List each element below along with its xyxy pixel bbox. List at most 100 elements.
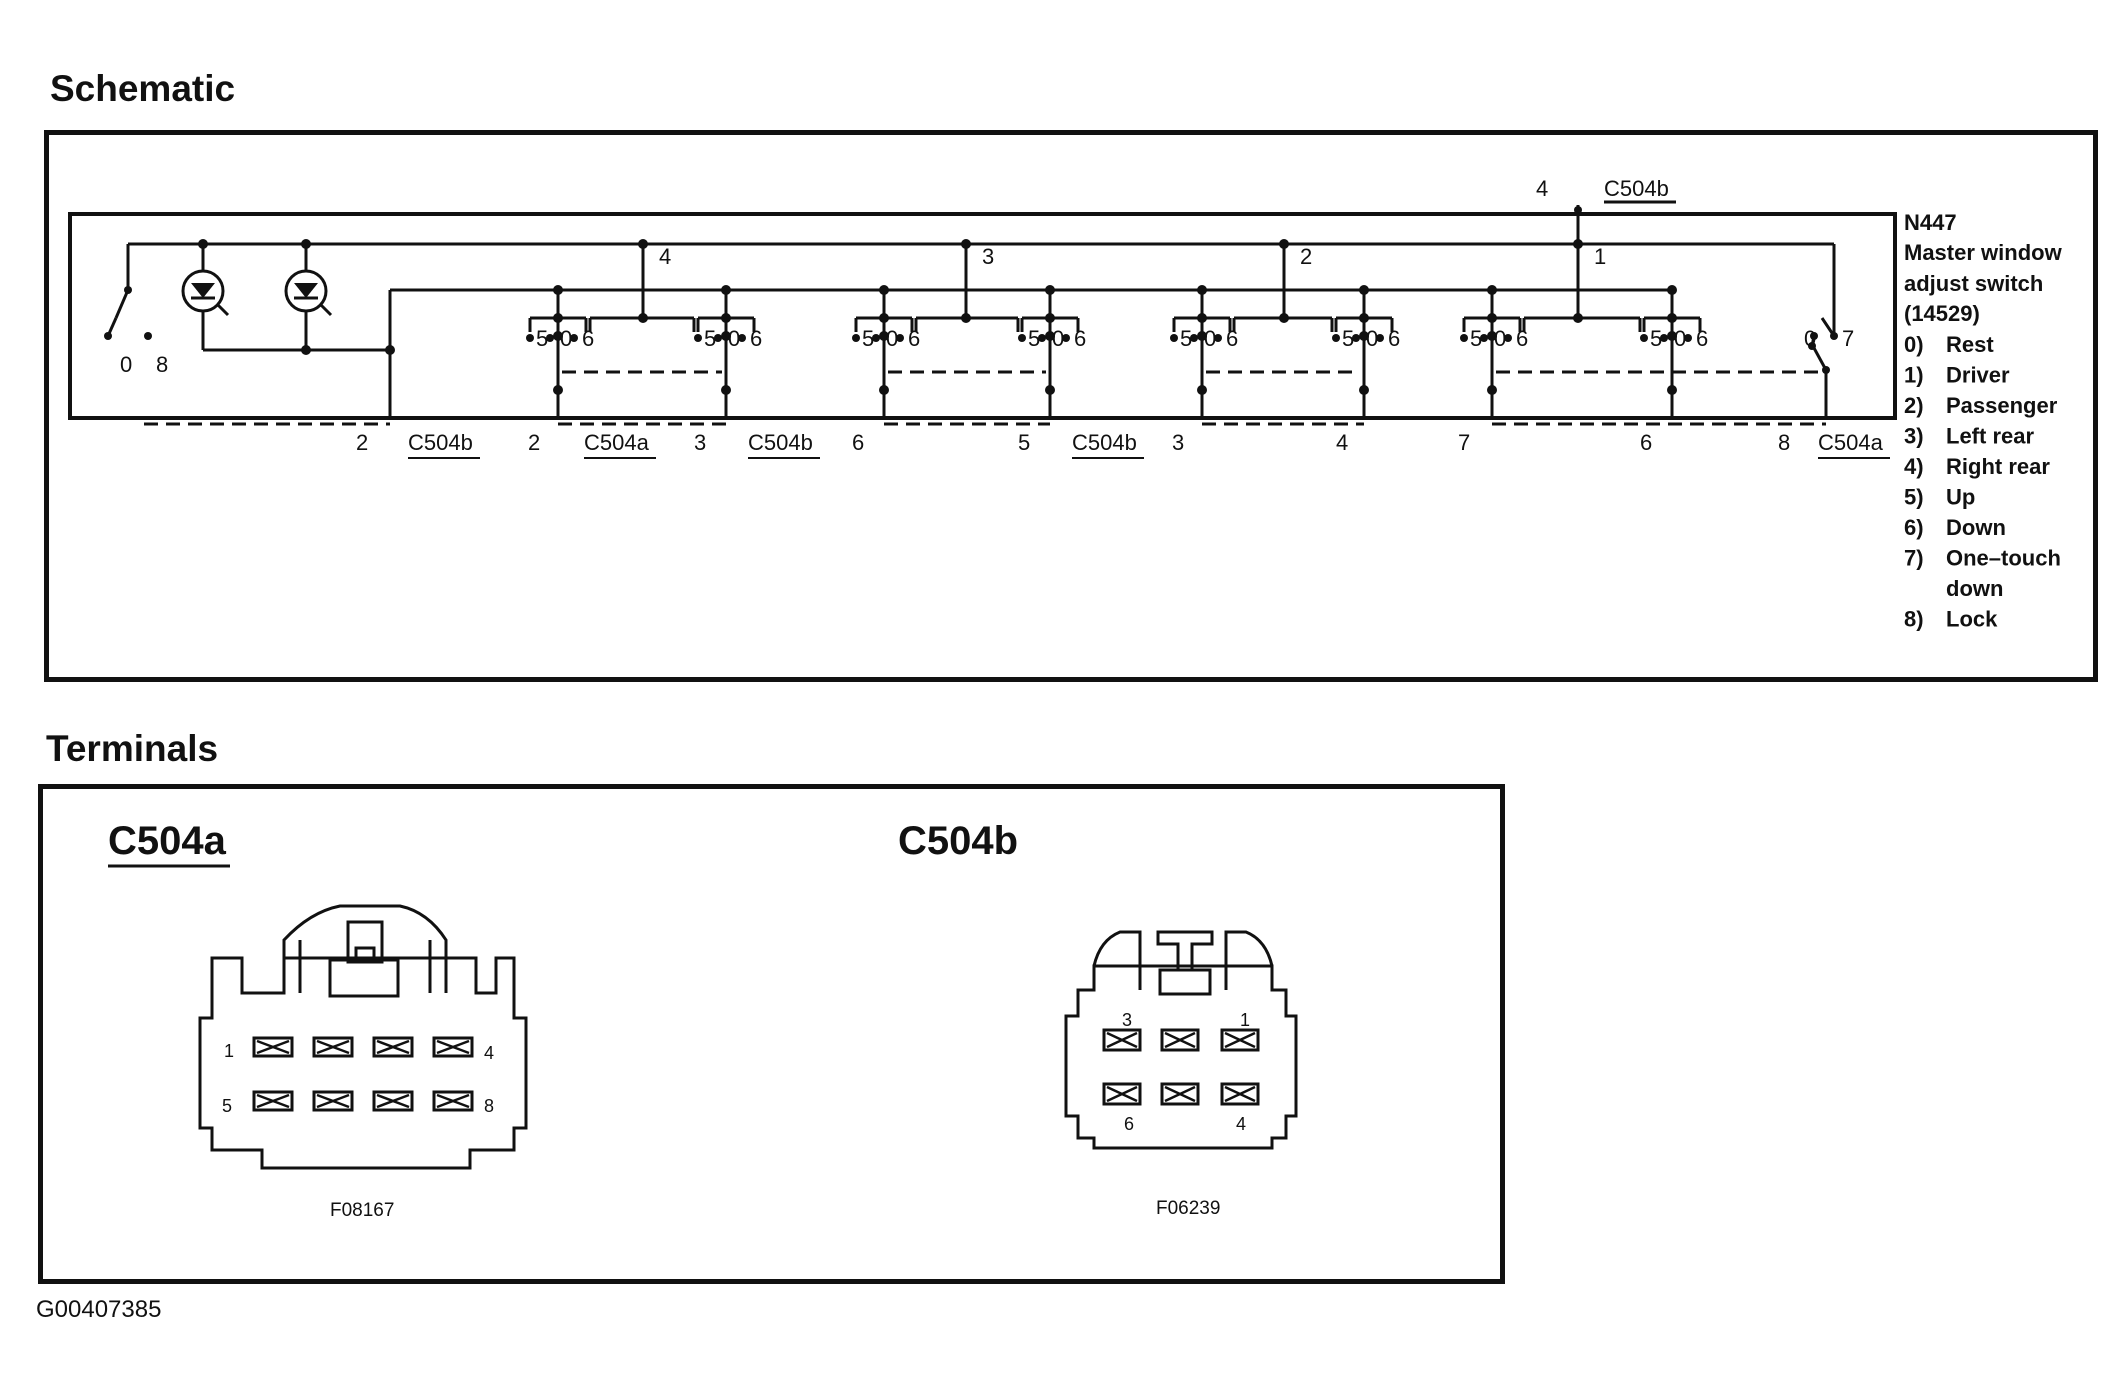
bus-label-3: 2 [1300,244,1312,269]
junction-dot [1197,313,1207,323]
legend-label-6: Down [1946,515,2006,540]
left-switch-pos-8: 8 [156,352,168,377]
c504a-pin-top-1 [252,1036,294,1058]
junction-dot [1279,239,1289,249]
c504a-pin-bottom-2-x2 [316,1093,350,1109]
contact-up-label: 5 [536,326,548,351]
junction-dot [1352,334,1360,342]
junction-dot [721,313,731,323]
junction-dot [1359,313,1369,323]
c504a-pin-top-1-x2 [256,1039,290,1055]
junction-dot [1359,285,1369,295]
junction-dot [1480,334,1488,342]
c504a-title: C504a [108,819,227,863]
top-pin-label: 4 [1536,176,1548,201]
c504a-pin-top-4-x2 [436,1039,470,1055]
contact-rest-label: 0 [1052,326,1064,351]
junction-dot [879,285,889,295]
junction-dot [1667,285,1677,295]
component-part-no: (14529) [1904,301,1980,326]
component-name-line1: Master window [1904,240,2063,265]
c504b-pin-bottom-3-x2 [1224,1085,1256,1103]
legend-number-2: 2) [1904,393,1924,418]
component-id: N447 [1904,210,1957,235]
c504b-pin-label-bottom-right: 4 [1236,1114,1246,1134]
junction-dot [1045,285,1055,295]
c504a-pin-label-top-right: 4 [484,1043,494,1063]
contact-up-label: 5 [862,326,874,351]
junction-dot [1038,334,1046,342]
junction-dot [1197,385,1207,395]
junction-dot [553,285,563,295]
wire-junctions [104,206,1838,395]
bottom-pin-1: 2 [356,430,368,455]
junction-dot [1460,334,1468,342]
contact-down-label: 6 [1074,326,1086,351]
junction-dot [872,334,880,342]
junction-dot [1332,334,1340,342]
schematic-panel [44,130,2098,682]
junction-dot [553,331,563,341]
c504b-pin-top-1-x2 [1106,1031,1138,1049]
junction-dot [961,313,971,323]
right-switch-pos-7: 7 [1842,326,1854,351]
junction-dot [1487,331,1497,341]
junction-dot [1830,332,1838,340]
junction-dot [1279,313,1289,323]
junction-dot [1359,385,1369,395]
c504b-pin-label-bottom-left: 6 [1124,1114,1134,1134]
c504a-pin-top-2 [312,1036,354,1058]
contact-down-label: 6 [908,326,920,351]
contact-up-label: 5 [1470,326,1482,351]
junction-dot [1197,285,1207,295]
junction-dot [553,385,563,395]
junction-dot [1667,331,1677,341]
junction-dot [1197,331,1207,341]
junction-dot [1487,313,1497,323]
junction-dot [879,313,889,323]
junction-dot [1214,334,1222,342]
legend-label-8: down [1946,576,2003,601]
junction-dot [721,285,731,295]
legend-number-3: 3) [1904,424,1924,449]
c504b-pin-label-top-left: 3 [1122,1010,1132,1030]
c504b-connector-face [1064,930,1298,1150]
c504b-pin-bottom-2 [1160,1082,1200,1106]
junction-dot [385,345,395,355]
junction-dot [526,334,534,342]
c504b-pin-top-1 [1102,1028,1142,1052]
c504b-pin-bottom-1-x2 [1106,1085,1138,1103]
legend-label-1: Driver [1946,363,2010,388]
c504b-pin-top-2 [1160,1028,1200,1052]
c504b-pin-top-2-x2 [1164,1031,1196,1049]
junction-dot [1573,313,1583,323]
bottom-pin-4: 6 [852,430,864,455]
bottom-connector-5: C504b [1072,430,1137,455]
junction-dot [738,334,746,342]
c504a-pin-top-2-x2 [316,1039,350,1055]
legend-label-3: Left rear [1946,424,2034,449]
bus-label-2: 3 [982,244,994,269]
c504a-pin-bottom-3-x2 [376,1093,410,1109]
wire-segment [114,289,130,319]
bottom-connector-10: C504a [1818,430,1884,455]
legend-label-5: Up [1946,485,1975,510]
junction-dot [694,334,702,342]
contact-up-label: 5 [1650,326,1662,351]
c504a-pin-top-4 [432,1036,474,1058]
junction-dot [1376,334,1384,342]
c504b-pin-bottom-2-x2 [1164,1085,1196,1103]
contact-rest-label: 0 [728,326,740,351]
junction-dot [1504,334,1512,342]
left-switch-pos-0: 0 [120,352,132,377]
bottom-connector-2: C504a [584,430,650,455]
c504a-pin-bottom-1 [252,1090,294,1112]
c504a-code: F08167 [330,1200,394,1221]
junction-dot [144,332,152,340]
contact-down-label: 6 [1388,326,1400,351]
switch-body [68,212,1897,420]
schematic-heading: Schematic [50,68,236,109]
junction-dot [1822,366,1830,374]
junction-dot [301,239,311,249]
contact-up-label: 5 [1180,326,1192,351]
